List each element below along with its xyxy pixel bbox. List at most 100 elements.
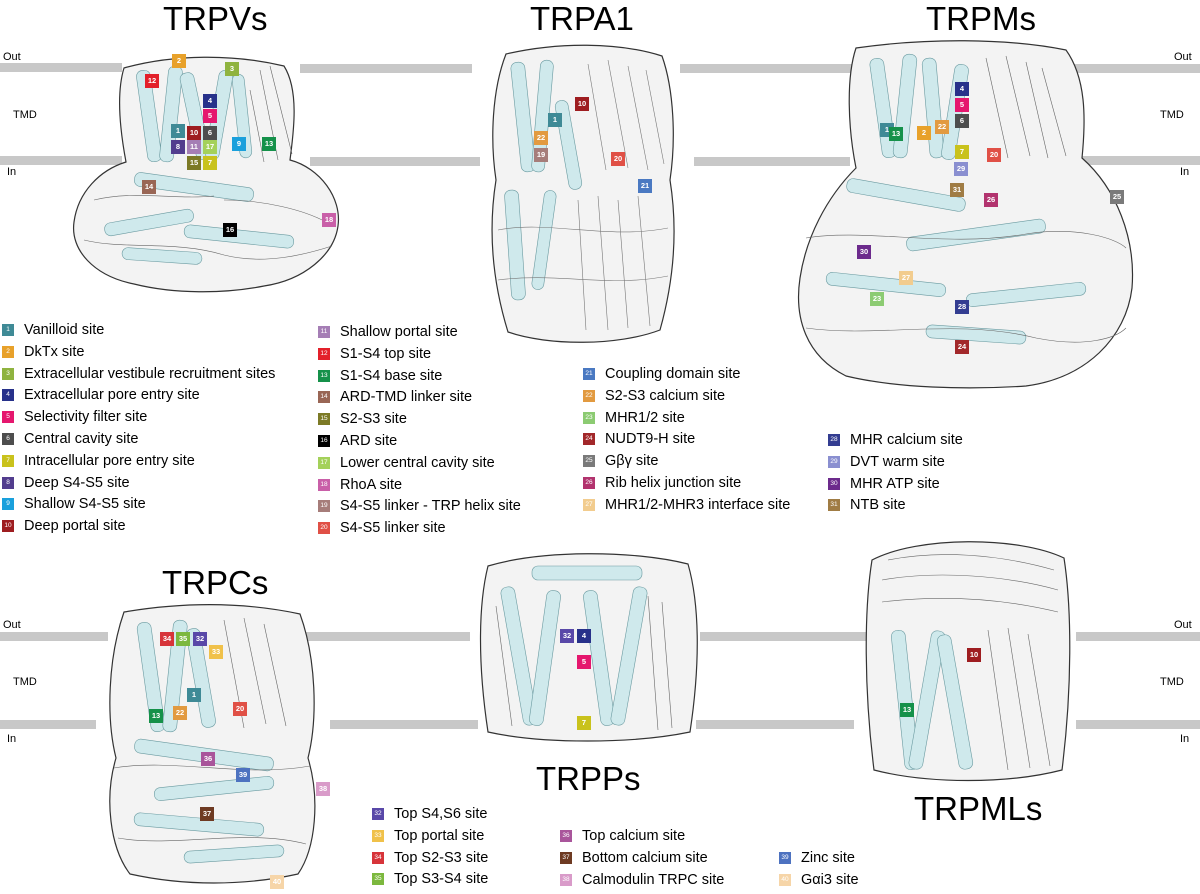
site-marker-4: 4 <box>577 629 591 643</box>
membrane-in-bar-top-mid-left <box>310 157 480 166</box>
membrane-out-bar-top-left <box>0 63 122 72</box>
legend-label: Top calcium site <box>582 828 686 844</box>
membrane-in-bar-bottom-mid-left <box>330 720 478 729</box>
legend-label: Intracellular pore entry site <box>24 452 195 469</box>
legend-swatch: 40 <box>779 873 791 886</box>
membrane-out-bar-bottom-right <box>1076 632 1200 641</box>
legend-swatch: 16 <box>318 435 330 447</box>
site-marker-9: 9 <box>232 137 246 151</box>
legend-swatch: 18 <box>318 478 330 491</box>
membrane-out-bar-bottom-mid-right <box>700 632 878 641</box>
in-label-top-right: In <box>1180 166 1190 178</box>
legend-label: Shallow S4-S5 site <box>24 496 146 513</box>
legend-label: Top S4,S6 site <box>394 806 488 822</box>
legend-label: ARD site <box>340 433 398 449</box>
membrane-in-bar-bottom-left <box>0 720 96 729</box>
legend-label: Bottom calcium site <box>582 849 708 866</box>
legend-swatch: 25 <box>583 455 595 468</box>
legend-label: Top S2-S3 site <box>394 849 489 866</box>
legend-swatch: 1 <box>2 324 14 336</box>
site-marker-16: 16 <box>223 223 237 237</box>
site-marker-28: 28 <box>955 300 969 314</box>
trpp-structure <box>472 546 704 746</box>
site-marker-13: 13 <box>149 709 163 723</box>
site-marker-39: 39 <box>236 768 250 782</box>
membrane-out-bar-top-mid-right <box>680 64 858 73</box>
legend-label: Top portal site <box>394 827 485 844</box>
site-marker-1: 1 <box>171 124 185 138</box>
site-marker-20: 20 <box>987 148 1001 162</box>
legend-swatch: 35 <box>372 873 384 886</box>
title-trpm: TRPMs <box>926 0 1036 37</box>
legend-swatch: 31 <box>828 499 840 512</box>
site-marker-36: 36 <box>201 752 215 766</box>
legend-label: MHR ATP site <box>850 475 940 492</box>
legend-swatch: 38 <box>560 873 572 886</box>
site-marker-33: 33 <box>209 645 223 659</box>
legend-swatch: 9 <box>2 498 14 511</box>
site-marker-22: 22 <box>173 706 187 720</box>
site-marker-22: 22 <box>935 120 949 134</box>
site-marker-13: 13 <box>889 127 903 141</box>
site-marker-4: 4 <box>203 94 217 108</box>
title-trpc: TRPCs <box>162 564 269 601</box>
legend-swatch: 3 <box>2 367 14 380</box>
legend-swatch: 22 <box>583 389 595 402</box>
legend-label: NTB site <box>850 497 906 514</box>
legend-swatch: 26 <box>583 477 595 489</box>
site-marker-23: 23 <box>870 292 884 306</box>
membrane-out-bar-top-mid-left <box>300 64 472 73</box>
legend-label: Extracellular pore entry site <box>24 387 200 404</box>
in-label-bottom-right: In <box>1180 733 1190 745</box>
site-marker-10: 10 <box>967 648 981 662</box>
site-marker-24: 24 <box>955 340 969 354</box>
legend-label: RhoA site <box>340 476 403 493</box>
site-marker-2: 2 <box>172 54 186 68</box>
tmd-label-bottom-left: TMD <box>13 676 37 688</box>
legend-label: ARD-TMD linker site <box>340 389 473 406</box>
site-marker-25: 25 <box>1110 190 1124 204</box>
legend-label: S1-S4 base site <box>340 367 443 384</box>
site-marker-30: 30 <box>857 245 871 259</box>
legend-label: Deep S4-S5 site <box>24 474 130 491</box>
legend-swatch: 17 <box>318 456 330 469</box>
legend-label: NUDT9-H site <box>605 431 696 448</box>
legend-label: Zinc site <box>801 850 855 866</box>
title-trpa1: TRPA1 <box>530 0 634 37</box>
legend-swatch: 7 <box>2 454 14 467</box>
site-marker-20: 20 <box>233 702 247 716</box>
legend-swatch: 37 <box>560 851 572 864</box>
legend-label: Top S3-S4 site <box>394 871 489 888</box>
site-marker-40: 40 <box>270 875 284 889</box>
legend-label: MHR1/2-MHR3 interface site <box>605 496 791 513</box>
site-marker-15: 15 <box>187 156 201 170</box>
site-marker-5: 5 <box>203 109 217 123</box>
legend-label: S2-S3 calcium site <box>605 387 726 404</box>
site-marker-5: 5 <box>955 98 969 112</box>
site-marker-38: 38 <box>316 782 330 796</box>
legend-label: Central cavity site <box>24 431 139 447</box>
legend-swatch: 34 <box>372 851 384 864</box>
legend-label: S2-S3 site <box>340 411 407 428</box>
legend-label: Shallow portal site <box>340 324 458 340</box>
site-marker-1: 1 <box>548 113 562 127</box>
legend-swatch: 21 <box>583 368 595 380</box>
in-label-bottom-left: In <box>7 733 17 745</box>
site-marker-4: 4 <box>955 82 969 96</box>
in-label-top-left: In <box>7 166 17 178</box>
site-marker-18: 18 <box>322 213 336 227</box>
legend-swatch: 23 <box>583 411 595 424</box>
site-marker-26: 26 <box>984 193 998 207</box>
legend-swatch: 12 <box>318 347 330 360</box>
membrane-out-bar-bottom-mid-left <box>300 632 470 641</box>
title-trpp: TRPPs <box>536 760 641 797</box>
legend-swatch: 10 <box>2 520 14 533</box>
out-label-bottom-left: Out <box>3 619 21 631</box>
legend-swatch: 33 <box>372 829 384 842</box>
legend-swatch: 8 <box>2 476 14 489</box>
legend-label: DVT warm site <box>850 453 945 470</box>
legend-label: Gαi3 site <box>801 871 859 888</box>
site-marker-19: 19 <box>534 148 548 162</box>
site-marker-20: 20 <box>611 152 625 166</box>
site-marker-6: 6 <box>203 126 217 140</box>
